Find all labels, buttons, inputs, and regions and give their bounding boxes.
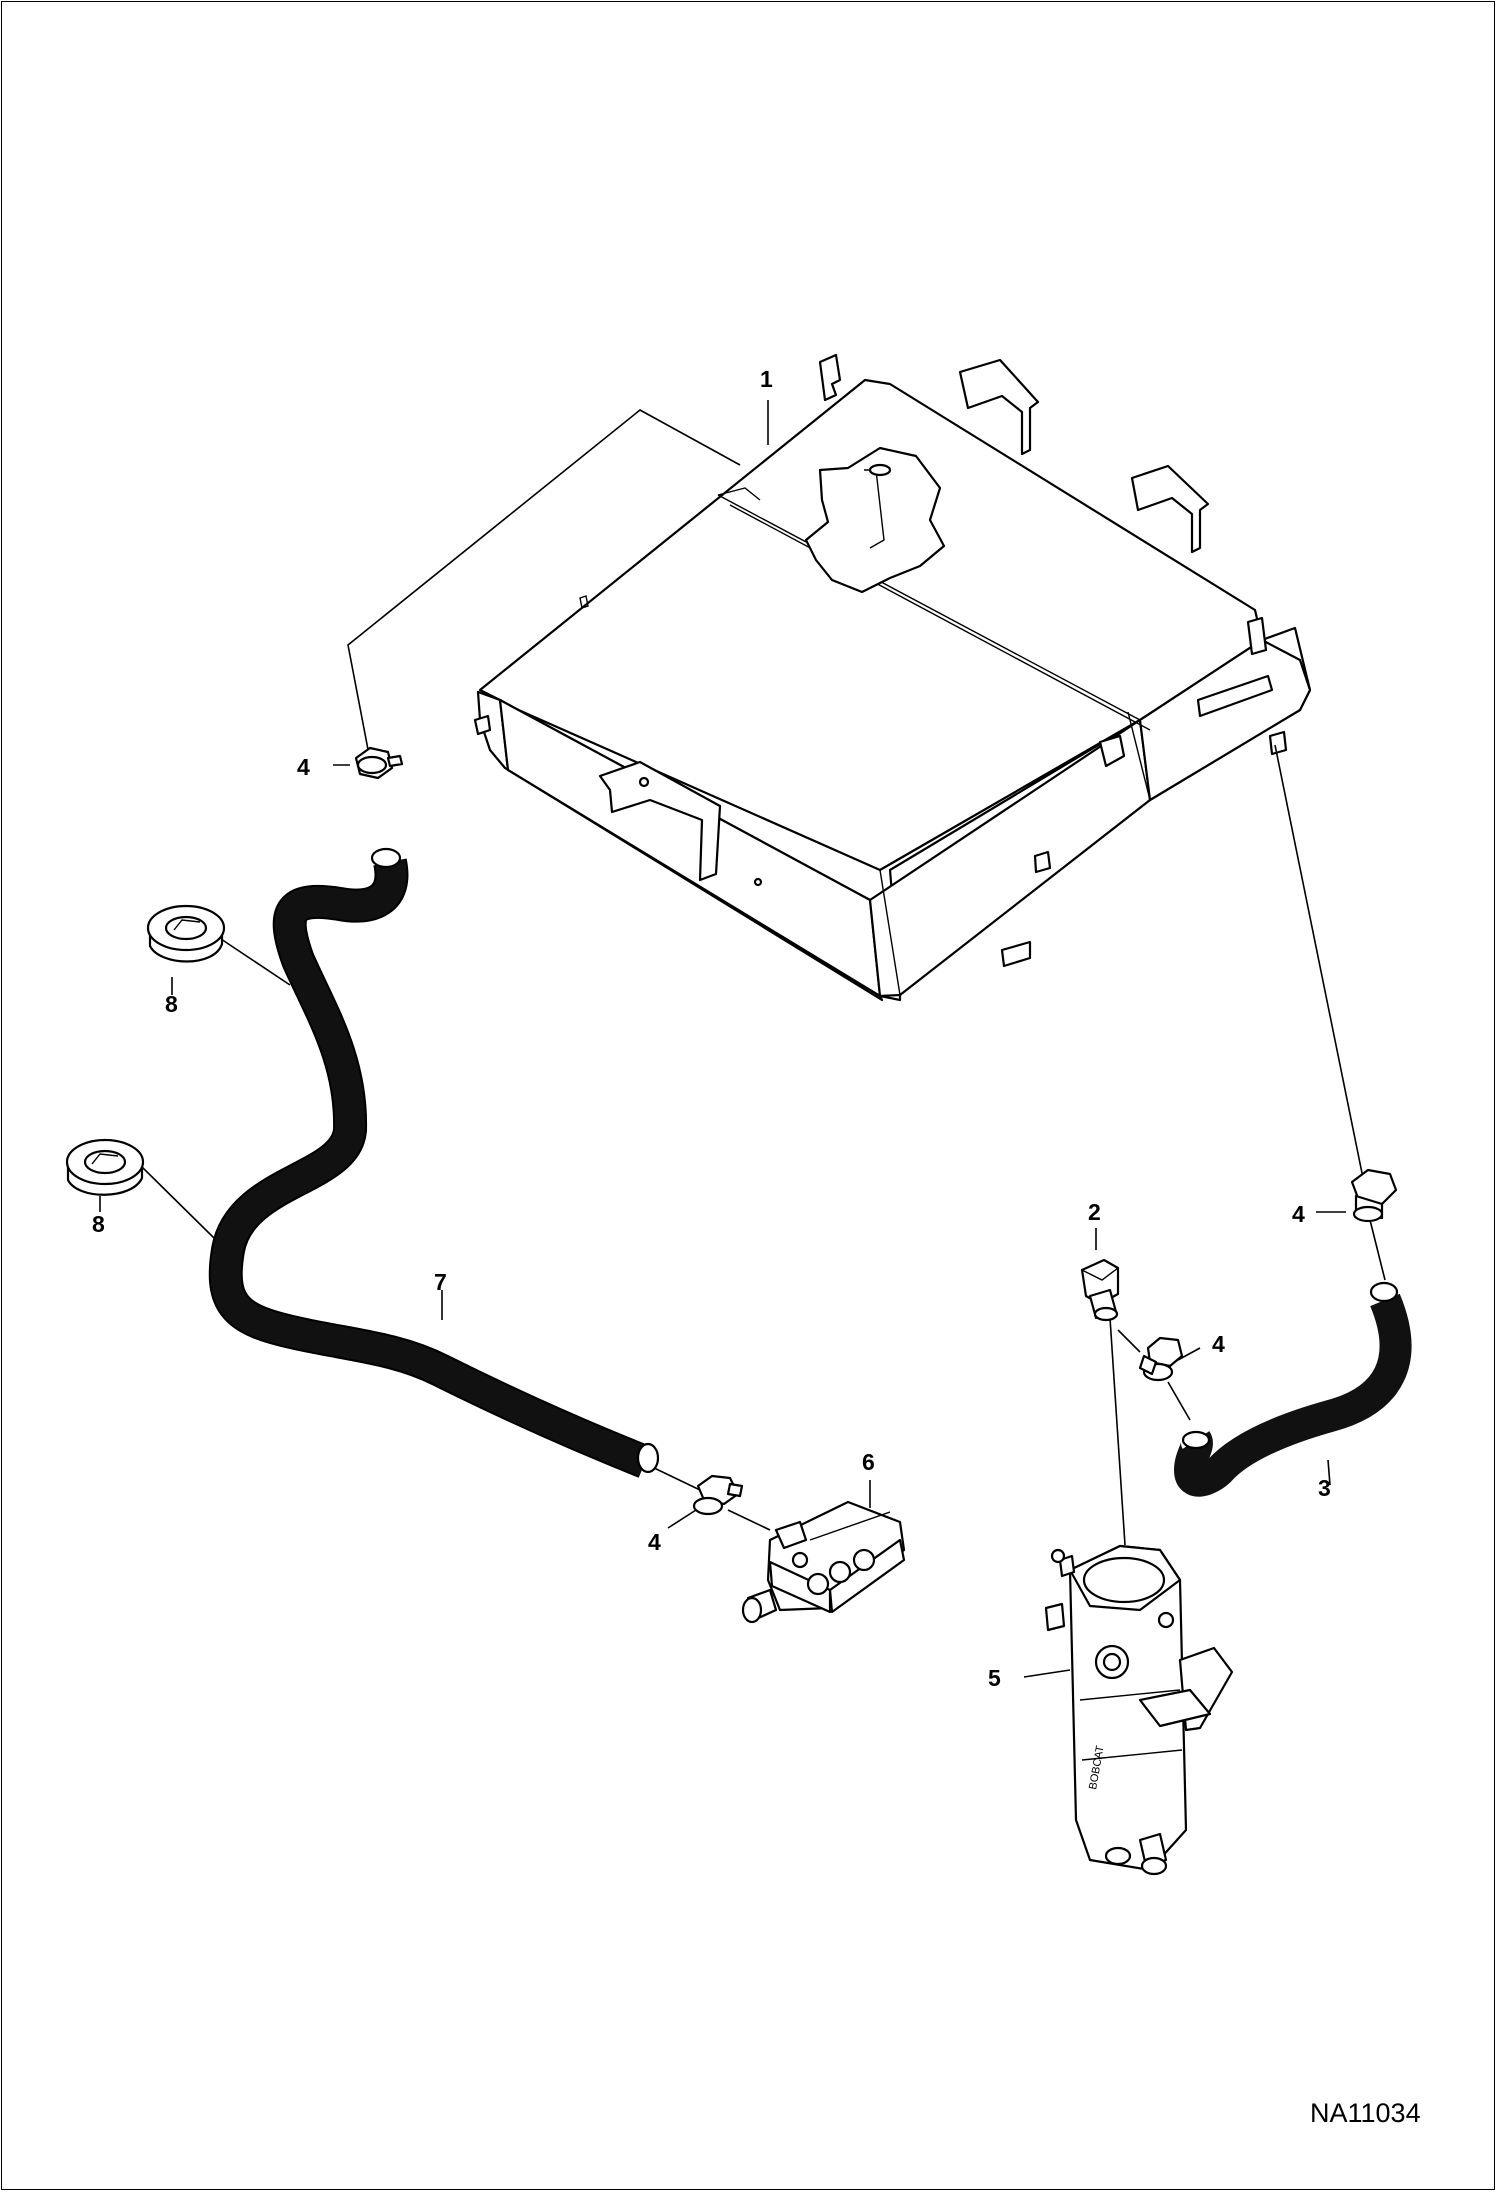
part-8-grommet-upper: [146, 904, 226, 963]
part-6-valve-block: [741, 1500, 906, 1624]
callout-2: 2: [1088, 1199, 1101, 1225]
callout-4-lower: 4: [648, 1529, 661, 1555]
callout-4-right: 4: [1292, 1201, 1305, 1227]
callout-4-middle: 4: [1212, 1331, 1225, 1357]
callout-8-upper: 8: [165, 991, 178, 1017]
callout-7: 7: [434, 1269, 447, 1295]
part-5-filter: BOBCAT: [1044, 1544, 1234, 1876]
part-4-clamp-upper-left: [354, 746, 404, 780]
part-8-grommet-lower: [65, 1138, 145, 1196]
part-4-clamp-lower: [692, 1474, 744, 1516]
part-2-fitting: [1080, 1258, 1120, 1322]
callout-8-lower: 8: [92, 1211, 105, 1237]
part-4-clamp-middle: [1138, 1336, 1184, 1382]
leader-lines: [99, 400, 1386, 1678]
callout-labels: 1 4 8 8 7 4 6 2 4 4 3 5: [92, 366, 1331, 1691]
part-7-hose: [208, 847, 660, 1478]
part-3-hose: [1173, 1281, 1412, 1497]
part-4-clamp-right: [1350, 1168, 1398, 1223]
callout-3: 3: [1318, 1475, 1331, 1501]
figure-id: NA11034: [1310, 2098, 1421, 2128]
callout-5: 5: [988, 1665, 1001, 1691]
callout-1: 1: [760, 366, 773, 392]
callout-4-upper-left: 4: [297, 754, 310, 780]
part-1-tank: [473, 353, 1312, 1002]
callout-6: 6: [862, 1449, 875, 1475]
